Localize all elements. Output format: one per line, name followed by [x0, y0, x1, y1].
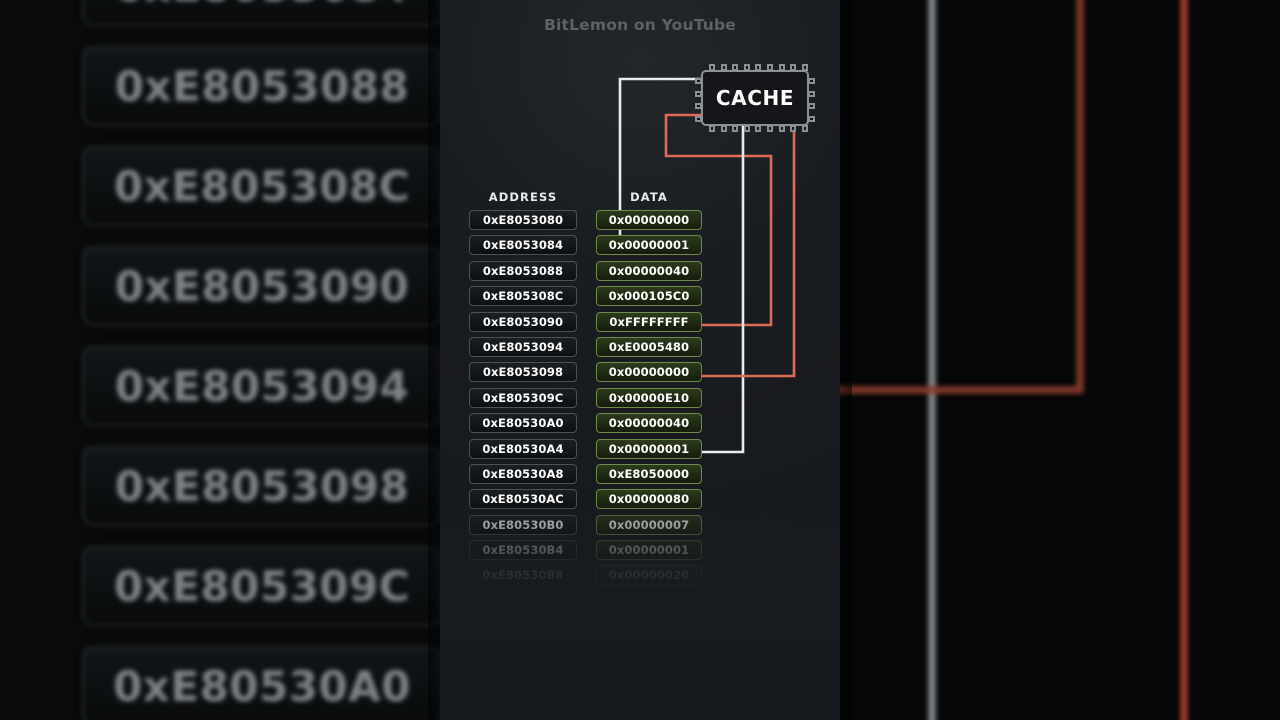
data-cell[interactable]: 0x00000001	[596, 438, 702, 459]
background-address-row: 0xE8053088	[82, 46, 440, 126]
address-cell[interactable]: 0xE80530BC	[469, 591, 577, 611]
table-body: 0xE8053080 0x00000000 0xE8053084 0x00000001…	[440, 210, 840, 616]
table-row[interactable]: 0xE80530AC 0x00000080	[440, 489, 840, 514]
data-cell[interactable]: 0x00000000	[596, 591, 702, 611]
chip-pin-t	[801, 64, 808, 71]
wire-red-upper	[664, 113, 773, 327]
data-cell[interactable]: 0x00000080	[596, 489, 702, 510]
data-cell[interactable]: 0x00000007	[596, 514, 702, 535]
wire-white-lower	[691, 126, 745, 454]
table-row[interactable]: 0xE8053080 0x00000000	[440, 210, 840, 235]
table-row[interactable]: 0xE80530A4 0x00000001	[440, 438, 840, 464]
chip-pin-r	[808, 90, 815, 97]
main-panel: BitLemon on YouTube CACHE ADDRESS DATA 0…	[440, 0, 840, 720]
wire-red-lower	[691, 126, 796, 378]
chip-pin-t	[767, 64, 773, 71]
background-address-row: 0xE8053094	[82, 346, 440, 426]
table-row[interactable]: 0xE80530B4 0x00000001	[440, 540, 840, 565]
chip-pin-t	[743, 64, 750, 71]
data-cell[interactable]: 0x00000001	[596, 235, 702, 256]
address-cell[interactable]: 0xE80530B8	[469, 565, 577, 586]
chip-pin-b	[778, 125, 785, 132]
background-address-row: 0xE8053090	[82, 246, 440, 326]
address-cell[interactable]: 0xE8053088	[469, 260, 577, 281]
address-cell[interactable]: 0xE80530A4	[469, 438, 577, 459]
chip-pin-b	[709, 125, 715, 132]
address-cell[interactable]: 0xE80530A8	[469, 463, 577, 484]
data-cell[interactable]: 0x000105C0	[596, 286, 702, 307]
background-left-rows: 0xE8053084 0xE8053088 0xE805308C 0xE8053090…	[0, 0, 440, 720]
address-cell[interactable]: 0xE8053094	[469, 336, 577, 357]
table-row[interactable]: 0xE8053098 0x00000000	[440, 362, 840, 387]
address-cell[interactable]: 0xE8053080	[469, 210, 577, 230]
address-cell[interactable]: 0xE80530A0	[469, 413, 577, 434]
chip-pin-b	[790, 125, 797, 132]
background-address-row: 0xE805309C	[82, 546, 440, 626]
address-cell[interactable]: 0xE8053090	[469, 311, 577, 332]
table-row[interactable]: 0xE80530A8 0xE8050000	[440, 463, 840, 489]
table-row[interactable]: 0xE805309C 0x00000E10	[440, 387, 840, 413]
chip-pin-b	[743, 125, 750, 132]
chip-pin-t	[709, 64, 715, 71]
data-cell[interactable]: 0x00000E10	[596, 387, 702, 408]
chip-pin-b	[801, 125, 808, 132]
chip-pin-b	[720, 125, 727, 132]
background-address-row: 0xE80530A0	[82, 646, 440, 720]
data-cell[interactable]: 0xE8050000	[596, 463, 702, 484]
table-row[interactable]: 0xE8053094 0xE0005480	[440, 336, 840, 362]
table-row[interactable]: 0xE805308C 0x000105C0	[440, 286, 840, 311]
background-address-row: 0xE8053098	[82, 446, 440, 526]
data-cell[interactable]: 0xFFFFFFFF	[596, 311, 702, 332]
table-row[interactable]: 0xE8053088 0x00000040	[440, 260, 840, 286]
address-cell[interactable]: 0xE805308C	[469, 286, 577, 307]
cache-chip[interactable]: CACHE	[695, 64, 815, 132]
data-cell[interactable]: 0x00000040	[596, 260, 702, 281]
chip-pin-t	[778, 64, 785, 71]
data-cell[interactable]: 0x00000001	[596, 540, 702, 561]
chip-pin-r	[808, 115, 815, 122]
chip-pin-r	[808, 103, 815, 109]
address-cell[interactable]: 0xE8053098	[469, 362, 577, 383]
column-header-data: DATA	[630, 190, 668, 204]
table-row[interactable]: 0xE80530B0 0x00000007	[440, 514, 840, 540]
address-cell[interactable]: 0xE8053084	[469, 235, 577, 256]
chip-pin-t	[720, 64, 727, 71]
address-cell[interactable]: 0xE80530AC	[469, 489, 577, 510]
chip-pin-l	[695, 78, 702, 84]
background-blurred-left: 0xE8053084 0xE8053088 0xE805308C 0xE8053090…	[0, 0, 440, 720]
background-address-row: 0xE8053084	[82, 0, 440, 26]
chip-pin-b	[767, 125, 773, 132]
chip-pin-t	[732, 64, 739, 71]
table-row[interactable]: 0xE8053084 0x00000001	[440, 235, 840, 260]
cache-chip-label: CACHE	[715, 86, 795, 110]
chip-pin-t	[790, 64, 797, 71]
chip-pin-r	[808, 78, 815, 84]
chip-pin-l	[695, 90, 702, 97]
background-blurred-right	[840, 0, 1280, 720]
chip-pin-t	[755, 64, 762, 71]
chip-pin-b	[755, 125, 762, 132]
address-cell[interactable]: 0xE80530B4	[469, 540, 577, 561]
column-header-address: ADDRESS	[488, 190, 558, 204]
chip-pin-l	[695, 115, 702, 122]
data-cell[interactable]: 0x00000000	[596, 362, 702, 383]
chip-pin-b	[732, 125, 739, 132]
table-row[interactable]: 0xE8053090 0xFFFFFFFF	[440, 311, 840, 337]
table-row[interactable]: 0xE80530B8 0x00000020	[440, 565, 840, 590]
table-row[interactable]: 0xE80530A0 0x00000040	[440, 413, 840, 438]
data-cell[interactable]: 0xE0005480	[596, 336, 702, 357]
page-title: BitLemon on YouTube	[543, 16, 737, 34]
data-cell[interactable]: 0x00000000	[596, 210, 702, 230]
table-header-row: ADDRESS DATA	[440, 190, 840, 210]
data-cell[interactable]: 0x00000040	[596, 413, 702, 434]
data-cell[interactable]: 0x00000020	[596, 565, 702, 586]
chip-pin-l	[695, 103, 702, 109]
address-cell[interactable]: 0xE805309C	[469, 387, 577, 408]
address-cell[interactable]: 0xE80530B0	[469, 514, 577, 535]
background-address-row: 0xE805308C	[82, 146, 440, 226]
